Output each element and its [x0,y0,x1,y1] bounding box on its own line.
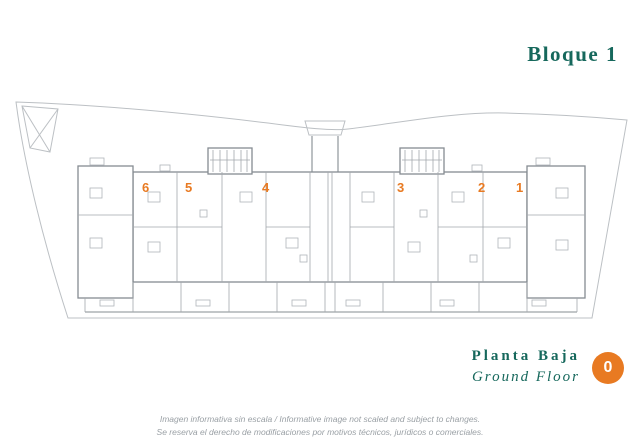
unit-number-4: 4 [262,180,270,195]
disclaimer: Imagen informativa sin escala / Informat… [0,413,640,439]
unit-number-2: 2 [478,180,486,195]
floor-number-badge: 0 [592,352,624,384]
disclaimer-line-1: Imagen informativa sin escala / Informat… [159,414,481,424]
floor-name-es: Planta Baja [471,348,580,364]
disclaimer-line-2: Se reserva el derecho de modificaciones … [156,427,484,437]
unit-number-3: 3 [397,180,405,195]
block-title: Bloque 1 [527,42,618,66]
floor-name-en: Ground Floor [471,369,580,385]
unit-number-1: 1 [516,180,524,195]
floor-caption: Planta Baja Ground Floor [472,348,580,386]
unit-number-6: 6 [142,180,150,195]
unit-number-5: 5 [185,180,193,195]
